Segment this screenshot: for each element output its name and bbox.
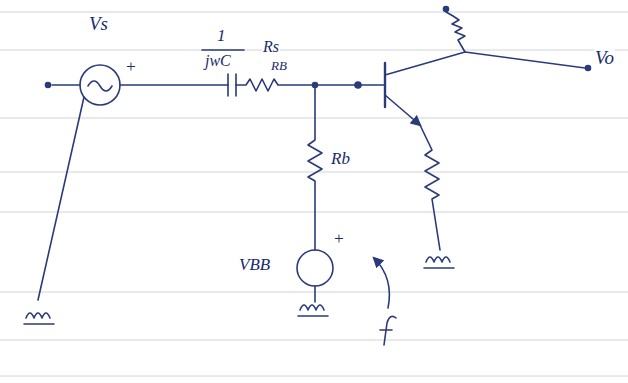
ruled-line xyxy=(0,50,628,51)
wire xyxy=(120,84,228,86)
terminal-dot xyxy=(46,83,51,88)
fraction-denominator: jwC xyxy=(204,52,232,70)
resistor-symbol xyxy=(446,12,465,52)
fraction-bar xyxy=(202,49,244,51)
terminal-dot xyxy=(586,66,591,71)
wire xyxy=(314,286,316,302)
resistor-symbol xyxy=(236,79,385,91)
ruled-line xyxy=(0,340,628,341)
dc-source xyxy=(297,250,333,286)
ground-symbol xyxy=(24,313,54,324)
polarity-mark: + xyxy=(124,58,137,77)
resistor-symbol xyxy=(420,125,440,250)
source-label: Vs xyxy=(88,14,109,35)
resistor-label: Rb xyxy=(330,150,351,169)
ruled-line xyxy=(0,292,628,293)
sine-symbol xyxy=(88,81,112,91)
ruled-line xyxy=(0,12,628,13)
resistor-symbol xyxy=(308,85,322,250)
transistor-emitter xyxy=(385,95,420,125)
ruled-line xyxy=(0,376,628,377)
junction-dot xyxy=(355,82,361,88)
wire xyxy=(465,52,585,68)
polarity-mark: + xyxy=(332,230,345,249)
supply-dot xyxy=(444,7,449,12)
resistor-label: Rs xyxy=(262,38,280,56)
voltage-source xyxy=(80,65,120,105)
source-label: VBB xyxy=(238,256,271,275)
scribble xyxy=(380,316,396,345)
circuit xyxy=(24,7,591,346)
voltage-arrow xyxy=(374,258,389,308)
ruled-line xyxy=(0,118,628,119)
ruled-line xyxy=(0,212,628,213)
ruled-line xyxy=(0,172,628,173)
transistor-collector xyxy=(385,52,465,75)
resistor-label: RB xyxy=(270,59,288,73)
wire xyxy=(52,84,80,86)
ruled-lines xyxy=(0,12,628,376)
output-label: Vo xyxy=(594,48,615,69)
ground-symbol xyxy=(424,257,454,268)
wire xyxy=(38,97,84,300)
ground-symbol xyxy=(298,305,328,316)
capacitor-symbol xyxy=(228,74,236,96)
transistor-base xyxy=(384,63,386,107)
fraction-numerator: 1 xyxy=(216,27,227,46)
